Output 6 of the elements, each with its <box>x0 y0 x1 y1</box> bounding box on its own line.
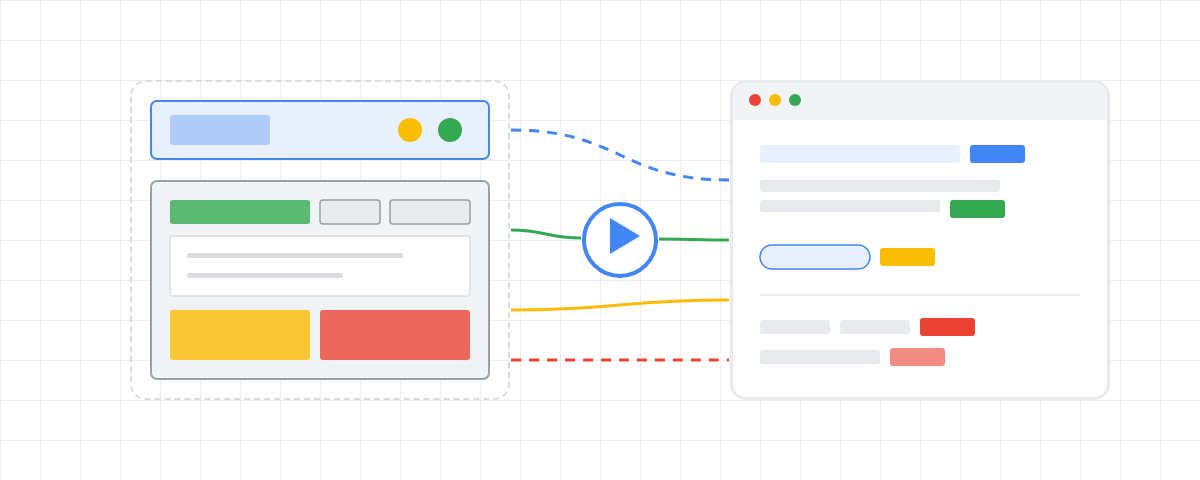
connector-line <box>659 237 729 242</box>
connector-line <box>511 298 729 312</box>
connector-line <box>511 358 729 362</box>
connector-line <box>510 128 730 182</box>
connector-line <box>510 228 582 240</box>
dashed-container <box>130 80 510 400</box>
